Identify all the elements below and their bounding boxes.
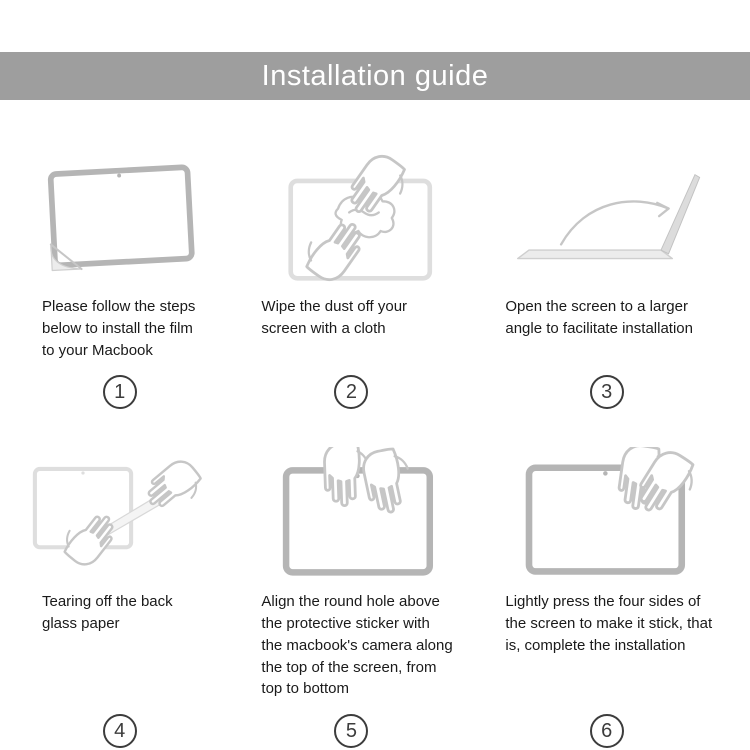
step-6-caption: Lightly press the four sides of the scre… <box>505 593 713 654</box>
macbook-film-corner-peel-icon <box>47 164 195 272</box>
step-1-illustration <box>30 152 209 284</box>
step-4: Tearing off the back glass paper 4 <box>30 447 209 750</box>
step-1-caption: Please follow the steps below to install… <box>42 298 196 359</box>
step-6-number-badge: 6 <box>589 714 624 748</box>
step-3-number: 3 <box>601 380 613 403</box>
step-5-number: 5 <box>345 719 357 742</box>
steps-grid: Please follow the steps below to install… <box>0 152 750 750</box>
align-camera-hole-icon <box>283 447 434 576</box>
step-4-number: 4 <box>114 719 126 742</box>
step-1: Please follow the steps below to install… <box>30 152 209 413</box>
step-2-illustration <box>249 152 453 284</box>
press-four-sides-icon <box>526 447 695 576</box>
step-3-number-badge: 3 <box>589 375 624 410</box>
step-6: Lightly press the four sides of the scre… <box>493 447 720 750</box>
step-4-number-badge: 4 <box>102 714 137 748</box>
step-2-number: 2 <box>345 380 357 403</box>
open-laptop-wide-angle-icon <box>517 173 701 260</box>
step-2: Wipe the dust off your screen with a clo… <box>249 152 453 413</box>
step-6-number: 6 <box>601 719 613 742</box>
step-2-caption: Wipe the dust off your screen with a clo… <box>261 298 408 337</box>
step-3-caption: Open the screen to a larger angle to fac… <box>505 298 693 337</box>
title-banner: Installation guide <box>0 52 750 100</box>
step-2-number-badge: 2 <box>334 375 369 410</box>
wipe-screen-with-cloth-icon <box>288 154 433 282</box>
step-1-number-badge: 1 <box>102 375 137 410</box>
step-6-illustration <box>493 447 720 579</box>
step-4-caption: Tearing off the back glass paper <box>42 593 173 632</box>
tear-off-back-paper-icon <box>32 460 202 566</box>
step-4-illustration <box>30 447 209 579</box>
step-5-caption: Align the round hole above the protectiv… <box>261 593 453 698</box>
step-3-illustration <box>493 152 720 284</box>
step-5-number-badge: 5 <box>334 714 369 748</box>
step-5-illustration <box>249 447 453 579</box>
page-title: Installation guide <box>261 59 489 92</box>
step-1-number: 1 <box>114 380 126 403</box>
step-3: Open the screen to a larger angle to fac… <box>493 152 720 413</box>
step-5: Align the round hole above the protectiv… <box>249 447 453 750</box>
